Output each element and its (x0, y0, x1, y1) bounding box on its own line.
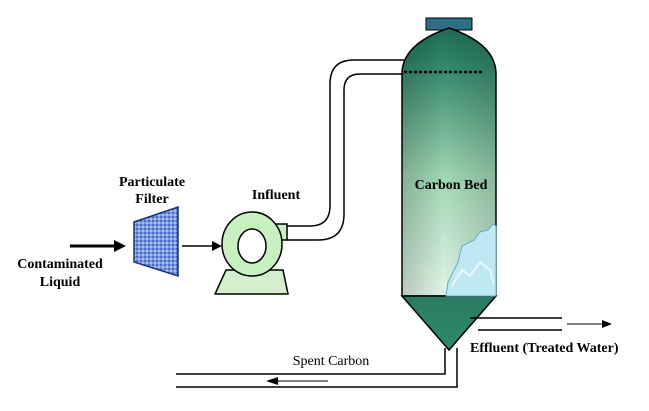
particulate-filter (133, 205, 179, 278)
label-filter-line2: Filter (135, 192, 168, 207)
label-spent-carbon: Spent Carbon (293, 354, 370, 369)
carbon-highlight (451, 260, 495, 287)
carbon-tank (400, 17, 498, 352)
influent-pipe (287, 59, 483, 241)
label-contaminated-line1: Contaminated (17, 257, 103, 272)
effluent-pipe (470, 317, 612, 331)
label-carbon-bed: Carbon Bed (415, 178, 488, 193)
filter-to-pump-arrow (182, 241, 222, 251)
label-influent: Influent (252, 188, 301, 203)
pump (213, 211, 289, 295)
spent-carbon-arrow (266, 377, 328, 385)
label-filter-line1: Particulate (119, 175, 185, 190)
carbon-granules (445, 223, 497, 297)
label-effluent: Effluent (Treated Water) (470, 341, 619, 356)
label-contaminated-line2: Liquid (40, 275, 81, 290)
feed-arrow (70, 240, 126, 252)
spent-carbon-pipe (176, 348, 458, 388)
